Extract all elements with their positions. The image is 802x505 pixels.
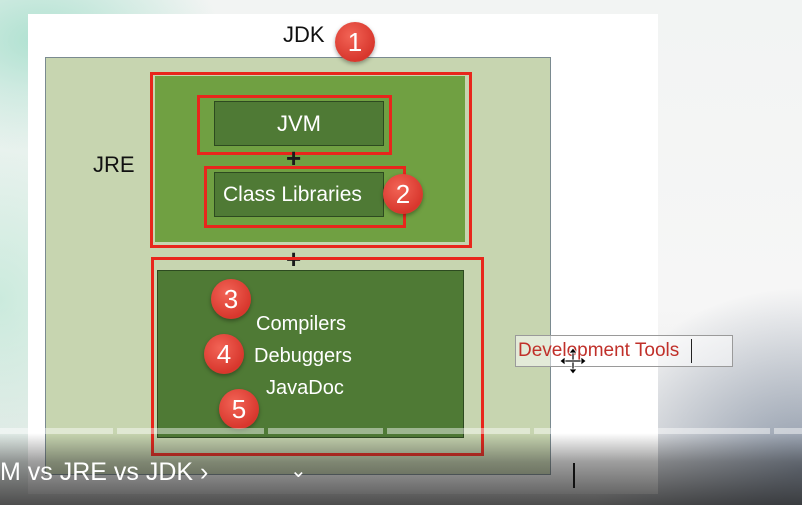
player-controls-bar (0, 433, 802, 505)
jvm-highlight (197, 95, 392, 155)
chevron-down-icon[interactable]: ⌄ (290, 460, 307, 482)
progress-segment-4[interactable] (387, 428, 530, 434)
progress-segment-1[interactable] (0, 428, 113, 434)
jvm-label: JVM (277, 110, 321, 136)
chapter-title-link[interactable]: M vs JRE vs JDK › (0, 458, 209, 486)
tool-compilers: Compilers (256, 313, 347, 335)
plus-sign-upper: + (286, 143, 302, 173)
development-tools-textbox[interactable]: Development Tools (515, 335, 733, 367)
move-cursor-icon (560, 348, 586, 374)
jre-core-highlight (150, 72, 472, 248)
jvm-box: JVM (214, 101, 384, 146)
tool-javadoc: JavaDoc (266, 377, 344, 399)
tool-debuggers: Debuggers (254, 345, 352, 367)
progress-segment-6[interactable] (774, 428, 802, 434)
badge-3: 3 (211, 279, 251, 319)
i-beam-cursor (573, 463, 575, 488)
jre-label: JRE (93, 152, 135, 177)
jdk-label: JDK (283, 22, 325, 47)
badge-1: 1 (335, 22, 375, 62)
badge-5: 5 (219, 389, 259, 429)
class-libraries-highlight (204, 166, 406, 228)
progress-segment-2[interactable] (117, 428, 264, 434)
progress-segment-3[interactable] (268, 428, 383, 434)
badge-4: 4 (204, 334, 244, 374)
class-libraries-label: Class Libraries (223, 182, 362, 206)
badge-2: 2 (383, 174, 423, 214)
progress-segment-5[interactable] (534, 428, 770, 434)
text-caret (691, 339, 692, 363)
class-libraries-box: Class Libraries (214, 172, 384, 217)
